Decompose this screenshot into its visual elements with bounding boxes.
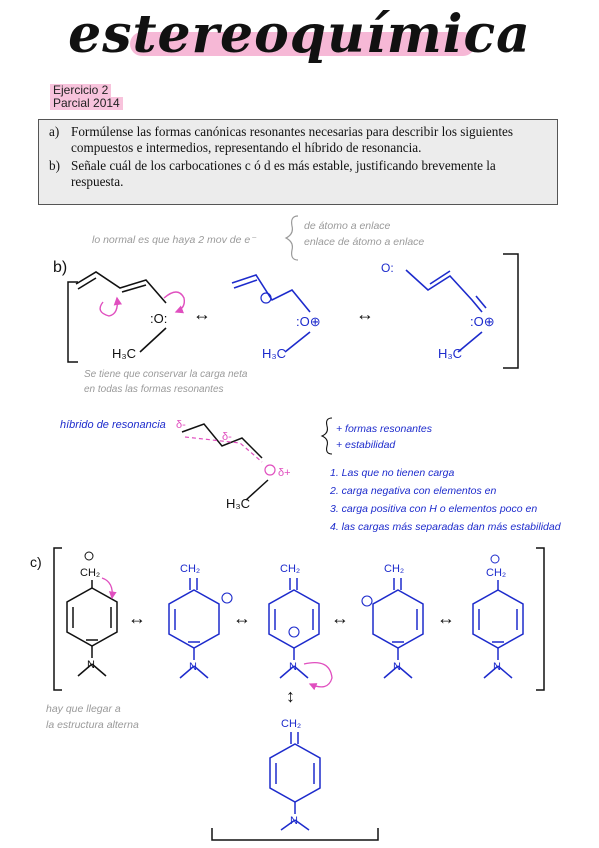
hybrid-methyl: H₃C: [226, 496, 250, 511]
bracket-left-b: [67, 281, 78, 363]
hybrid-oxygen: [264, 464, 276, 476]
ring-c3: [268, 578, 320, 679]
bracket-bottom-c: [211, 828, 379, 841]
note-llegar1: hay que llegar a: [46, 703, 121, 715]
ring-c1: [66, 580, 118, 677]
c6-ch2: CH₂: [281, 718, 301, 730]
ring-c6: [269, 732, 321, 831]
ring-c4: [372, 578, 424, 679]
question-a-label: a): [49, 124, 60, 139]
section-c-label: c): [30, 554, 42, 570]
title-highlight: [130, 32, 475, 56]
c4-plus: [361, 595, 373, 607]
bracket-left-c: [53, 547, 62, 691]
arrow-b1a: [99, 296, 123, 317]
b2-methyl: H₃C: [262, 346, 286, 361]
c5-ch2: CH₂: [486, 567, 506, 579]
hybrid-delta-plus: δ+: [278, 467, 291, 479]
resonance-arrow-c4: ↔: [437, 608, 455, 628]
resonance-arrow-vertical: ↕: [286, 686, 295, 706]
question-box: a) Formúlense las formas canónicas reson…: [38, 119, 558, 205]
ring-c5: [472, 580, 524, 679]
c1-n: N: [87, 659, 95, 671]
criteria-brace: [320, 417, 333, 455]
rule-2: 2. carga negativa con elementos en: [329, 485, 497, 497]
c4-n: N: [393, 661, 401, 673]
rule-1: 1. Las que no tienen carga: [330, 467, 455, 479]
b3-oxygen: :O⊕: [470, 314, 495, 329]
section-b-label: b): [53, 259, 67, 276]
c5-n: N: [493, 661, 501, 673]
b2-oxygen: :O⊕: [296, 314, 321, 329]
c2-plus: [221, 592, 233, 604]
c1-arrow: [101, 577, 117, 600]
c1-plus: [84, 551, 94, 561]
criteria-1: + formas resonantes: [336, 423, 433, 435]
bracket-right-c: [536, 547, 545, 691]
c3-arrow: [303, 661, 333, 691]
resonance-arrow-c2: ↔: [233, 608, 251, 628]
molecule-b1: [75, 271, 167, 353]
hybrid-molecule: [181, 423, 269, 501]
molecule-b2: [231, 274, 311, 353]
rule-4: 4. las cargas más separadas dan más esta…: [330, 521, 562, 533]
c2-n: N: [189, 661, 197, 673]
note-llegar2: la estructura alterna: [46, 719, 139, 731]
note-brace: [284, 215, 299, 261]
exercise-label: Ejercicio 2: [50, 84, 112, 97]
molecule-b3: [405, 269, 487, 353]
ring-c2: [168, 578, 220, 679]
exam-label: Parcial 2014: [50, 97, 123, 110]
hybrid-label: híbrido de resonancia: [60, 419, 166, 431]
page-title: estereoquímica: [68, 4, 531, 65]
note-brace1: de átomo a enlace: [304, 220, 391, 232]
question-a: a) Formúlense las formas canónicas reson…: [49, 124, 547, 156]
c5-plus: [490, 554, 500, 564]
b1-methyl: H₃C: [112, 346, 136, 361]
c6-n: N: [290, 815, 298, 827]
c3-ch2: CH₂: [280, 563, 300, 575]
note-carga1: Se tiene que conservar la carga neta: [84, 369, 248, 380]
resonance-arrow-2: ↔: [356, 304, 374, 324]
c2-ch2: CH₂: [180, 563, 200, 575]
hybrid-delta-minus-1: δ-: [176, 419, 186, 431]
b3-oxygen-minus: O:: [381, 261, 394, 275]
c4-ch2: CH₂: [384, 563, 404, 575]
criteria-2: + estabilidad: [336, 439, 396, 451]
resonance-arrow-c1: ↔: [128, 608, 146, 628]
exercise-tag: Ejercicio 2 Parcial 2014: [50, 84, 123, 110]
b3-methyl: H₃C: [438, 346, 462, 361]
note-normal: lo normal es que haya 2 mov de e⁻: [92, 234, 257, 246]
c3-plus: [288, 626, 300, 638]
note-brace2: enlace de átomo a enlace: [304, 236, 424, 248]
rule-3: 3. carga positiva con H o elementos poco…: [330, 503, 537, 515]
b1-oxygen: :O:: [150, 311, 167, 326]
resonance-arrow-1: ↔: [193, 304, 211, 324]
note-carga2: en todas las formas resonantes: [84, 384, 224, 395]
arrow-b1b: [163, 291, 186, 314]
b2-minus-charge: [260, 292, 272, 304]
c1-ch2: CH₂: [80, 567, 100, 579]
c3-n: N: [289, 661, 297, 673]
question-b-text: Señale cuál de los carbocationes c ó d e…: [71, 158, 496, 189]
resonance-arrow-c3: ↔: [331, 608, 349, 628]
hybrid-delta-minus-2: δ-: [222, 431, 232, 443]
bracket-right-b: [503, 253, 519, 369]
question-b-label: b): [49, 158, 60, 173]
question-b: b) Señale cuál de los carbocationes c ó …: [49, 158, 547, 190]
question-a-text: Formúlense las formas canónicas resonant…: [71, 124, 514, 155]
